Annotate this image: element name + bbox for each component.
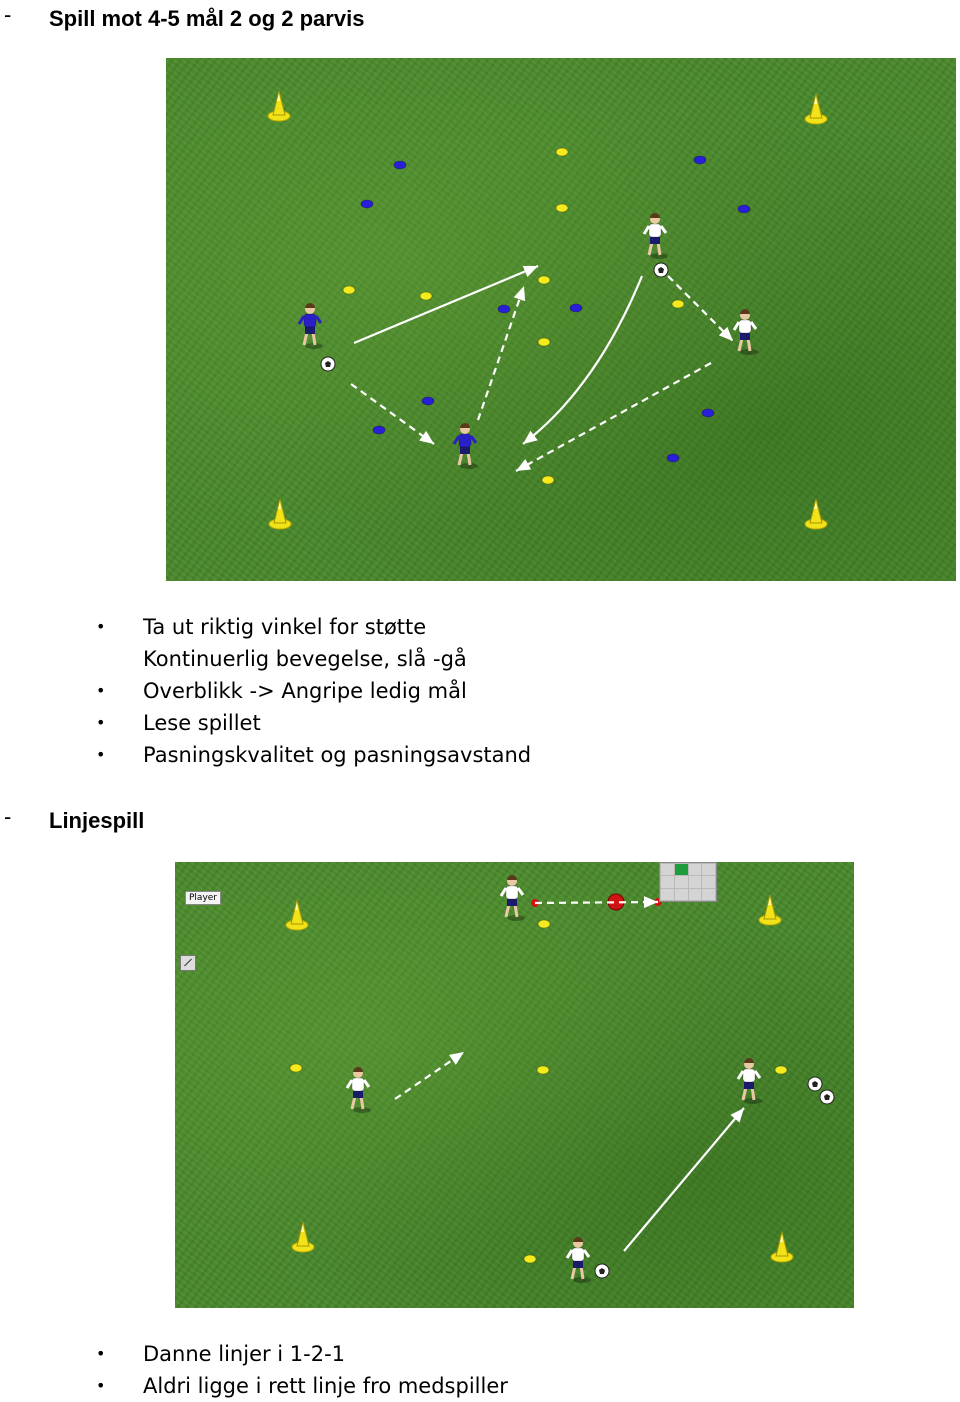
marker-disc-icon: [701, 408, 715, 418]
cone-icon: [770, 1231, 794, 1263]
marker-disc-icon: [419, 291, 433, 301]
marker-disc-icon: [693, 155, 707, 165]
marker-disc-icon: [555, 203, 569, 213]
field-2-drawing: [285, 875, 835, 1283]
marker-disc-icon: [342, 285, 356, 295]
section-1-bullets: • Ta ut riktig vinkel for støtte Kontinue…: [0, 611, 960, 771]
bullet: •: [96, 681, 106, 700]
ball-icon: [653, 262, 669, 278]
marker-disc-icon: [523, 1254, 537, 1264]
list-item: • Overblikk -> Angripe ledig mål: [0, 675, 960, 707]
bullet: •: [96, 1376, 106, 1395]
marker-disc-icon: [497, 304, 511, 314]
marker-disc-icon: [537, 275, 551, 285]
marker-disc-icon: [774, 1065, 788, 1075]
marker-disc-icon: [289, 1063, 303, 1073]
arrow-icon: [394, 1051, 465, 1100]
cone-icon: [804, 498, 828, 530]
marker-disc-icon: [541, 475, 555, 485]
arrow-icon: [350, 383, 435, 445]
player-icon: [297, 303, 323, 349]
marker-disc-icon: [737, 204, 751, 214]
marker-disc-icon: [666, 453, 680, 463]
heading-dash: -: [4, 2, 12, 27]
list-item-text: Lese spillet: [143, 711, 261, 735]
arrow-icon: [522, 275, 644, 445]
list-item: • Lese spillet: [0, 707, 960, 739]
bullet: •: [96, 745, 106, 764]
arrow-icon: [667, 275, 734, 342]
arrow-icon: [534, 896, 659, 909]
player-icon: [499, 875, 525, 921]
marker-disc-icon: [393, 160, 407, 170]
bullet: •: [96, 617, 106, 636]
list-item-text: Pasningskvalitet og pasningsavstand: [143, 743, 532, 767]
list-item: • Pasningskvalitet og pasningsavstand: [0, 739, 960, 771]
list-item: Kontinuerlig bevegelse, slå -gå: [0, 643, 960, 675]
field-1-drawing: [267, 90, 828, 530]
list-item-text: Kontinuerlig bevegelse, slå -gå: [143, 647, 467, 671]
marker-disc-icon: [537, 919, 551, 929]
marker-disc-icon: [372, 425, 386, 435]
arrow-icon: [353, 264, 539, 345]
ball-icon: [819, 1089, 835, 1105]
marker-disc-icon: [537, 337, 551, 347]
list-item-text: Danne linjer i 1-2-1: [143, 1342, 346, 1366]
drill-diagram-1: [166, 58, 956, 581]
arrow-icon: [476, 285, 526, 421]
player-icon: [345, 1067, 371, 1113]
arrow-icon: [515, 362, 712, 472]
section-2-bullets: • Danne linjer i 1-2-1 • Aldri ligge i ret…: [0, 1338, 960, 1402]
list-item-text: Ta ut riktig vinkel for støtte: [143, 615, 427, 639]
cone-icon: [758, 894, 782, 926]
player-icon: [565, 1237, 591, 1283]
player-tool-label[interactable]: Player: [185, 891, 222, 905]
ball-icon: [320, 356, 336, 372]
palette-icon[interactable]: [659, 862, 717, 902]
ball-icon: [594, 1263, 610, 1279]
marker-disc-icon: [360, 199, 374, 209]
cone-icon: [267, 90, 291, 122]
cone-icon: [291, 1221, 315, 1253]
heading-dash: -: [4, 804, 12, 829]
marker-disc-icon: [671, 299, 685, 309]
marker-disc-icon: [421, 396, 435, 406]
cone-icon: [285, 899, 309, 931]
player-icon: [736, 1058, 762, 1104]
bullet: •: [96, 713, 106, 732]
arrow-icon: [623, 1107, 745, 1252]
ball-icon: [807, 1076, 823, 1092]
marker-disc-icon: [569, 303, 583, 313]
section-title: Spill mot 4-5 mål 2 og 2 parvis: [49, 6, 365, 31]
drill-diagram-2: Player: [175, 862, 854, 1308]
cone-icon: [804, 93, 828, 125]
marker-disc-icon: [536, 1065, 550, 1075]
section-2-heading: - Linjespill: [0, 804, 960, 834]
bullet: •: [96, 1344, 106, 1363]
list-item: • Danne linjer i 1-2-1: [0, 1338, 960, 1370]
section-title: Linjespill: [49, 808, 145, 833]
list-item-text: Aldri ligge i rett linje fro medspiller: [143, 1374, 508, 1398]
section-1-heading: - Spill mot 4-5 mål 2 og 2 parvis: [0, 2, 960, 32]
list-item: • Ta ut riktig vinkel for støtte: [0, 611, 960, 643]
player-icon: [642, 213, 668, 259]
list-item: • Aldri ligge i rett linje fro medspiller: [0, 1370, 960, 1402]
player-icon: [452, 423, 478, 469]
list-item-text: Overblikk -> Angripe ledig mål: [143, 679, 467, 703]
draw-tool-icon[interactable]: [180, 955, 196, 971]
cone-icon: [268, 498, 292, 530]
marker-disc-icon: [555, 147, 569, 157]
player-icon: [732, 309, 758, 355]
